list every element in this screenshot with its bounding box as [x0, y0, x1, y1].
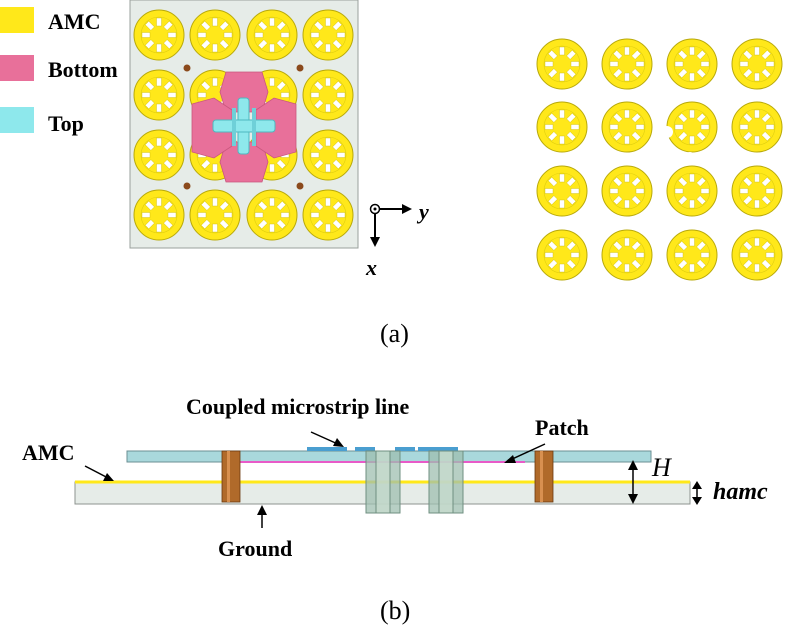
legend-label-amc: AMC — [48, 9, 101, 34]
coordinate-axes: y x — [365, 199, 429, 280]
h-arrow-down-icon — [628, 494, 638, 504]
legend-label-bottom: Bottom — [48, 57, 118, 82]
coupled-line-label: Coupled microstrip line — [186, 394, 410, 419]
probe-hole-1 — [661, 126, 673, 138]
legend-swatch-bottom — [0, 55, 34, 81]
amc-label: AMC — [22, 440, 75, 465]
axis-label-x: x — [365, 255, 377, 280]
probe-hole-2 — [684, 152, 696, 164]
caption-b: (b) — [380, 596, 410, 625]
coupled-arrow-icon — [333, 438, 344, 447]
bottom-patch — [191, 71, 297, 183]
origin-icon — [369, 203, 381, 215]
h-label: H — [651, 453, 672, 482]
side-view: Coupled microstrip line Patch AMC Ground… — [22, 394, 768, 561]
arrow-x-icon — [370, 237, 380, 247]
top-coupled-line — [212, 97, 276, 155]
legend-swatch-amc — [0, 7, 34, 33]
patch-label: Patch — [535, 415, 589, 440]
hamc-arrow-down-icon — [692, 497, 702, 505]
ground-label: Ground — [218, 536, 292, 561]
hamc-label: hamc — [713, 479, 768, 505]
shorting-vias — [221, 450, 554, 503]
caption-a: (a) — [380, 319, 409, 348]
ground-arrow-icon — [257, 505, 267, 515]
legend-label-top: Top — [48, 111, 84, 136]
amc-arrow-icon — [103, 473, 114, 481]
hamc-arrow-up-icon — [692, 481, 702, 489]
coupled-line-strips — [307, 447, 458, 451]
legend: AMC Bottom Top — [0, 7, 118, 136]
axis-label-y: y — [416, 199, 429, 224]
amc-grid-right — [536, 38, 783, 281]
h-arrow-up-icon — [628, 460, 638, 470]
via-dots — [183, 64, 304, 190]
feed-probes — [365, 450, 464, 514]
top-view-antenna — [129, 0, 359, 249]
legend-swatch-top — [0, 107, 34, 133]
patch-arrow-icon — [504, 455, 516, 463]
arrow-y-icon — [402, 204, 412, 214]
